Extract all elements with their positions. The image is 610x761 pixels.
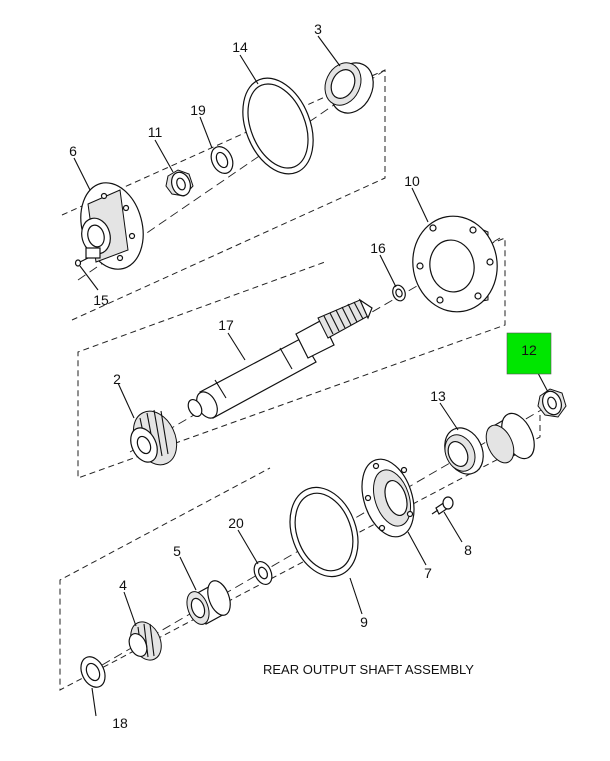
part-12-nut [537, 388, 567, 418]
callout-4: 4 [119, 577, 127, 593]
part-8-bolt [431, 496, 454, 515]
callout-11: 11 [148, 124, 163, 140]
group-outline-middle [77, 237, 506, 479]
part-15-pin [74, 257, 89, 267]
callout-5: 5 [173, 543, 181, 559]
part-20-washer [253, 561, 273, 585]
callout-8: 8 [464, 542, 472, 558]
part-7-retainer-cover [361, 458, 415, 538]
callout-7: 7 [424, 565, 432, 581]
callout-12[interactable]: 12 [521, 342, 537, 358]
part-16-snap-ring [392, 284, 406, 302]
part-14-shim [242, 77, 314, 175]
part-roller-sleeve [485, 412, 535, 464]
callout-18: 18 [112, 715, 128, 731]
part-18-washer [80, 656, 106, 688]
part-2-cone-bearing [130, 409, 178, 466]
part-9-gasket [289, 486, 359, 578]
part-17-output-shaft [187, 298, 373, 419]
callout-9: 9 [360, 614, 368, 630]
callout-17: 17 [218, 317, 234, 333]
group-outline-bottom [59, 415, 541, 691]
callout-16: 16 [370, 240, 386, 256]
group-outline-top [61, 69, 386, 321]
callout-19: 19 [190, 102, 206, 118]
callout-13: 13 [430, 388, 446, 404]
callout-highlight-box[interactable] [506, 332, 552, 375]
callout-3: 3 [314, 21, 322, 37]
part-19-washer [210, 146, 234, 174]
part-13-seal [444, 427, 484, 475]
callout-10: 10 [404, 173, 420, 189]
part-6-companion-flange [80, 182, 144, 270]
part-10-output-housing [412, 215, 498, 313]
part-3-bearing-cup [324, 62, 374, 114]
callout-2: 2 [113, 371, 121, 387]
callout-15: 15 [93, 292, 109, 308]
part-5-bearing-cup [186, 580, 231, 625]
callout-6: 6 [69, 143, 77, 159]
diagram-caption: REAR OUTPUT SHAFT ASSEMBLY [263, 662, 474, 677]
part-4-cone-bearing [128, 621, 162, 661]
callout-14: 14 [232, 39, 248, 55]
callout-20: 20 [228, 515, 244, 531]
part-11-nut [165, 169, 194, 197]
